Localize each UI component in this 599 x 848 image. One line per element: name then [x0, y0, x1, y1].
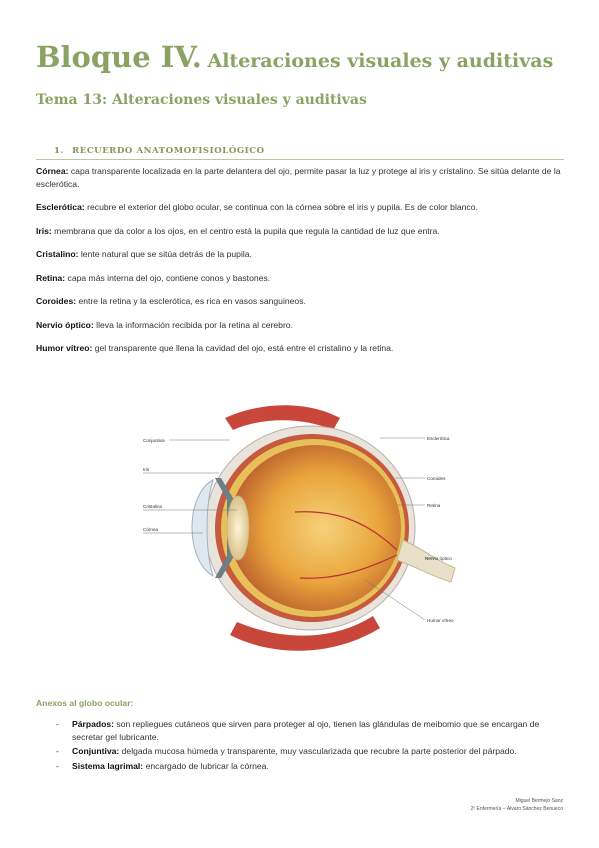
label-retina: Retina [427, 503, 441, 508]
definition-text: recubre el exterior del globo ocular, se… [87, 202, 478, 212]
annex-item-parpados: - Párpados: son repliegues cutáneos que … [56, 718, 562, 743]
eye-anatomy-figure: Conjuntiva Iris Cristalino Córnea Escler… [143, 405, 456, 651]
label-conjuntiva: Conjuntiva [143, 438, 165, 443]
annex-term: Párpados: [72, 719, 115, 729]
definition-text: membrana que da color a los ojos, en el … [54, 225, 440, 236]
footer-author: Miguel Bermejo Sanz [515, 798, 563, 804]
label-iris: Iris [143, 467, 150, 472]
cornea-shape [191, 478, 214, 578]
annex-term: Conjuntiva: [72, 746, 120, 756]
vessel-shape [294, 511, 398, 551]
definition-term: Humor vítreo: [36, 343, 93, 353]
definition-text: lente natural que se sitúa detrás de la … [80, 249, 252, 259]
lens-shape [226, 495, 250, 561]
definition-term: Córnea: [36, 166, 69, 176]
annex-title: Anexos al globo ocular: [36, 698, 134, 708]
page-title: Bloque IV. Alteraciones visuales y audit… [36, 40, 553, 74]
page-subtitle: Tema 13: Alteraciones visuales y auditiv… [36, 92, 367, 108]
iris-shape [215, 478, 233, 578]
section-title: RECUERDO ANATOMOFISIOLÓGICO [72, 146, 265, 156]
definition-esclerotica: Esclerótica: recubre el exterior del glo… [36, 201, 564, 214]
section-number: 1. [54, 146, 65, 156]
label-cornea: Córnea [143, 527, 159, 532]
label-esclerotica: Esclerótica [427, 436, 450, 441]
list-dash: - [56, 760, 59, 771]
definition-text: gel transparente que llena la cavidad de… [94, 343, 394, 353]
vessel-shape [299, 554, 398, 579]
definition-term: Iris: [36, 225, 52, 236]
definition-term: Retina: [36, 272, 66, 283]
definition-coroides: Coroides: entre la retina y la escleróti… [36, 295, 564, 308]
definition-term: Cristalino: [36, 249, 79, 259]
vitreous-shape [229, 445, 401, 611]
title-main: Bloque IV. [36, 40, 202, 74]
annex-text: encargado de lubricar la córnea. [145, 760, 269, 771]
label-humor-vitreo: Humor vítreo [427, 618, 454, 623]
annex-text: delgada mucosa húmeda y transparente, mu… [121, 746, 517, 756]
definition-term: Nervio óptico: [36, 319, 94, 330]
annex-term: Sistema lagrimal: [72, 760, 144, 771]
definition-text: capa transparente localizada en la parte… [36, 166, 561, 189]
section-heading: 1. RECUERDO ANATOMOFISIOLÓGICO [36, 146, 564, 160]
annex-text: son repliegues cutáneos que sirven para … [72, 719, 540, 742]
definition-text: entre la retina y la esclerótica, es ric… [78, 296, 306, 306]
definition-nervio-optico: Nervio óptico: lleva la información reci… [36, 319, 564, 332]
footer-course: 2º Enfermería – Álvaro Sánchez Benueco [470, 806, 563, 812]
definition-term: Coroides: [36, 296, 77, 306]
muscle-shape [225, 405, 340, 430]
optic-nerve-shape [396, 539, 456, 583]
definition-text: capa más interna del ojo, contiene conos… [67, 272, 271, 283]
title-rest: Alteraciones visuales y auditivas [207, 50, 554, 72]
label-nervio-optico: Nervio óptico [425, 556, 452, 561]
definition-text: lleva la información recibida por la ret… [96, 319, 293, 330]
label-cristalino: Cristalino [143, 504, 163, 509]
definition-cristalino: Cristalino: lente natural que se sitúa d… [36, 248, 564, 261]
definition-iris: Iris: membrana que da color a los ojos, … [36, 225, 564, 238]
label-coroides: Coroides [427, 476, 446, 481]
definition-humor-vitreo: Humor vítreo: gel transparente que llena… [36, 342, 564, 355]
annex-list: - Párpados: son repliegues cutáneos que … [56, 718, 562, 774]
definitions-list: Córnea: capa transparente localizada en … [36, 165, 564, 366]
definition-term: Esclerótica: [36, 202, 85, 212]
list-dash: - [56, 746, 59, 756]
list-dash: - [56, 719, 59, 729]
page-footer: Miguel Bermejo Sanz 2º Enfermería – Álva… [471, 797, 563, 813]
annex-item-conjuntiva: - Conjuntiva: delgada mucosa húmeda y tr… [56, 745, 562, 758]
definition-cornea: Córnea: capa transparente localizada en … [36, 165, 564, 190]
muscle-shape [230, 616, 380, 651]
annex-item-sistema-lagrimal: - Sistema lagrimal: encargado de lubrica… [56, 760, 562, 773]
definition-retina: Retina: capa más interna del ojo, contie… [36, 272, 564, 285]
